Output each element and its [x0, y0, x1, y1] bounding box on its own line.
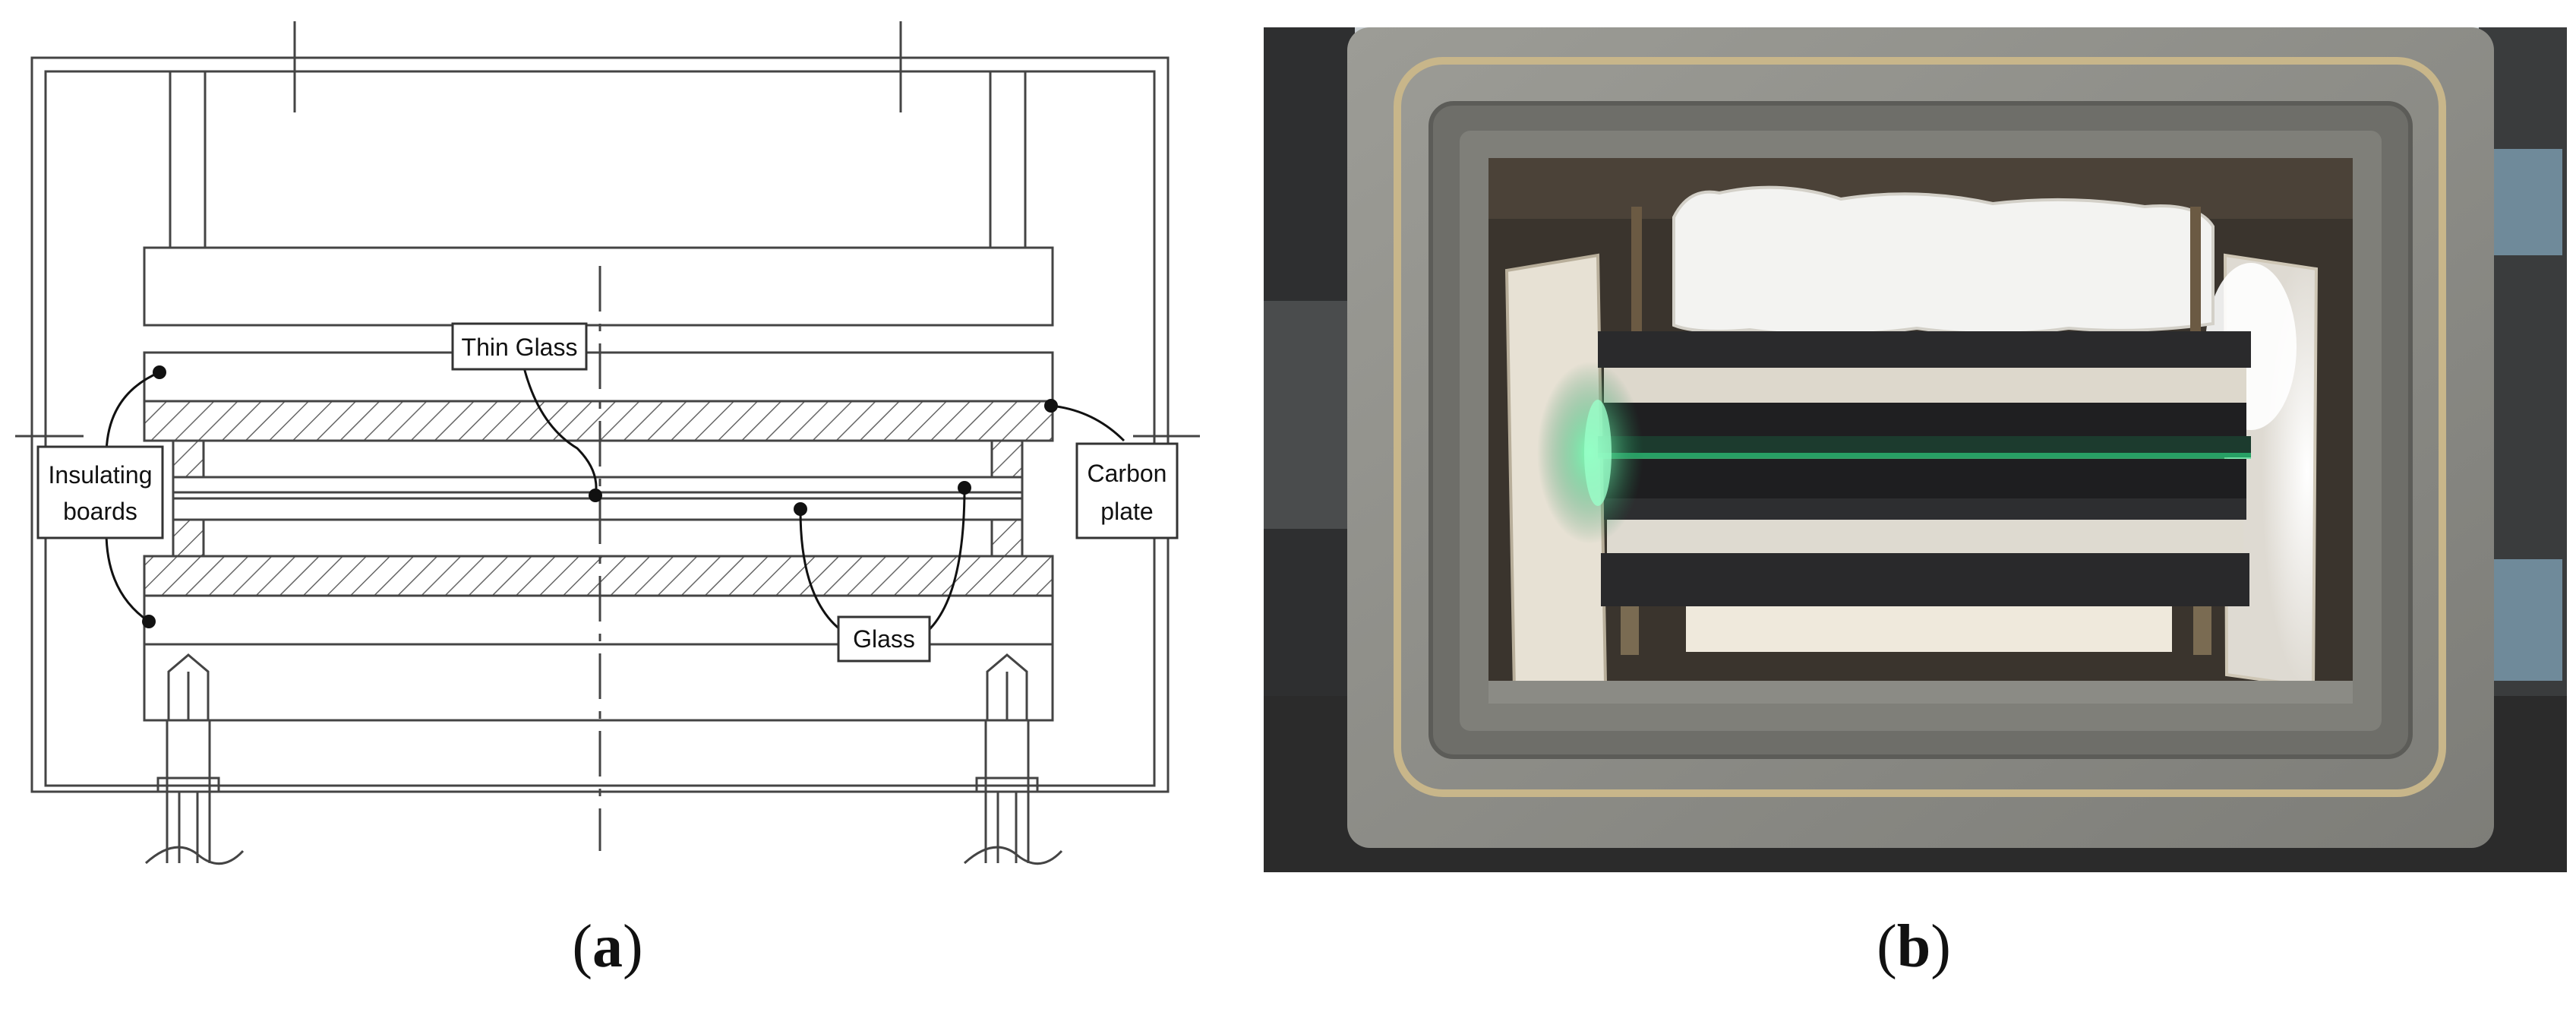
right-spacer-bottom [990, 518, 1024, 558]
thin-glass-text: Thin Glass [462, 334, 578, 361]
top-carbon-plate-photo [1598, 331, 2251, 368]
top-carbon-plate [143, 400, 1054, 442]
carbon-text-line2: plate [1100, 498, 1153, 525]
caption-b-letter: b [1896, 913, 1931, 980]
carbon-text-line1: Carbon [1088, 460, 1167, 487]
caption-b: (b) [1838, 909, 1990, 985]
left-lower-post [166, 719, 211, 793]
bottom-carbon-plate-photo [1601, 553, 2249, 606]
left-spacer-bottom [172, 518, 205, 558]
caption-a-close: ) [623, 913, 643, 980]
caption-b-close: ) [1930, 913, 1951, 980]
label-insulating-boards: Insulating boards [36, 445, 164, 539]
caption-a: (a) [532, 909, 683, 985]
caption-a-open: ( [572, 913, 592, 980]
furnace-photo [1264, 27, 2567, 872]
right-post [989, 70, 1027, 249]
middle-insulating-board [144, 520, 1053, 556]
label-glass: Glass [837, 615, 931, 663]
caption-a-letter: a [592, 913, 623, 980]
top-insulating-board [143, 351, 1054, 403]
caption-b-open: ( [1877, 913, 1897, 980]
glass-text: Glass [853, 625, 915, 653]
left-post [169, 70, 207, 249]
label-carbon-plate: Carbon plate [1075, 442, 1179, 539]
insulating-text-line2: boards [63, 498, 137, 525]
bottom-insulating-board-photo [1607, 520, 2243, 553]
schematic-diagram: Thin Glass Insulating boards Carbon plat… [15, 21, 1200, 865]
right-spacer-top [990, 439, 1024, 479]
right-lower-post [984, 719, 1030, 793]
upper-press-plate [143, 246, 1054, 327]
label-thin-glass: Thin Glass [451, 322, 588, 371]
top-insulating-board-photo [1604, 368, 2246, 403]
bottom-carbon-plate [143, 555, 1054, 597]
left-spacer-top [172, 439, 205, 479]
insulating-text-line1: Insulating [49, 461, 153, 489]
top-insulation-wool [1672, 185, 2215, 337]
lower-press-plate [143, 643, 1054, 722]
